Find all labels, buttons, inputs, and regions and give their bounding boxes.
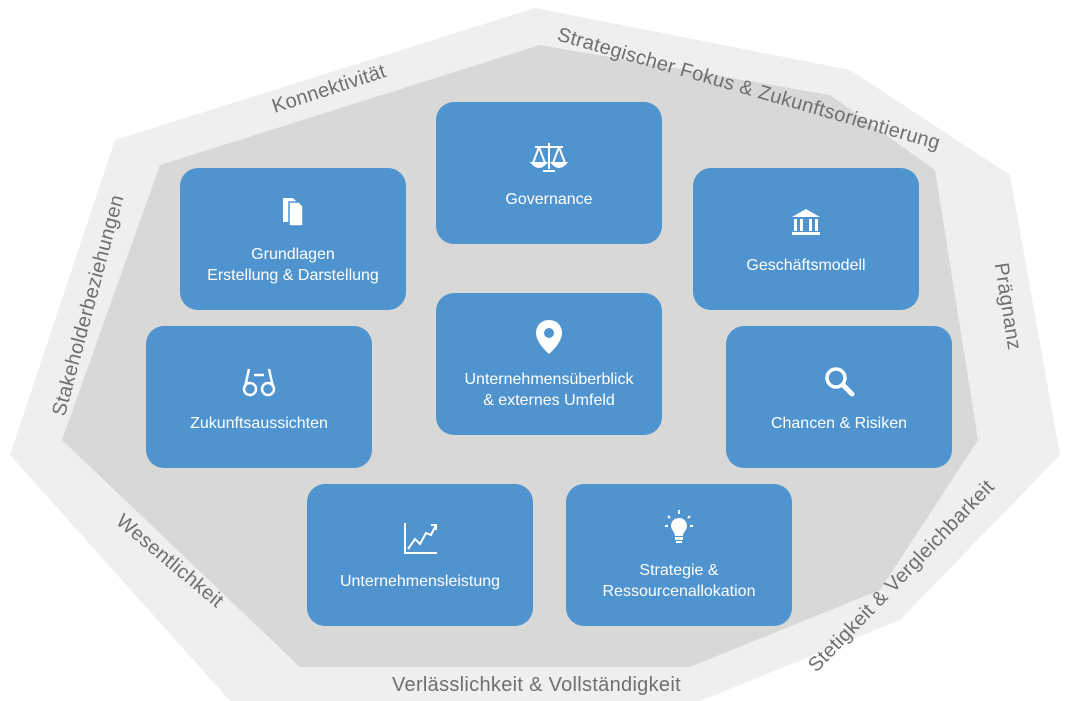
tile-strategie: Strategie & Ressourcenallokation bbox=[566, 484, 792, 626]
documents-icon bbox=[273, 192, 313, 232]
lightbulb-icon bbox=[659, 508, 699, 548]
tile-zukunftsaussichten: Zukunftsaussichten bbox=[146, 326, 372, 468]
tile-chancen-risiken: Chancen & Risiken bbox=[726, 326, 952, 468]
map-pin-icon bbox=[529, 317, 569, 357]
tile-label: Unternehmensleistung bbox=[339, 572, 501, 590]
principle-verlaesslichkeit: Verlässlichkeit & Vollständigkeit bbox=[392, 674, 681, 696]
tile-unternehmensleistung: Unternehmensleistung bbox=[307, 484, 533, 626]
tile-geschaeftsmodell: Geschäftsmodell bbox=[693, 168, 919, 310]
tile-grundlagen: Grundlagen Erstellung & Darstellung bbox=[180, 168, 406, 310]
tile-label: Chancen & Risiken bbox=[770, 414, 908, 432]
tile-label: Geschäftsmodell bbox=[746, 256, 866, 274]
bank-building-icon bbox=[786, 203, 826, 243]
tile-label: Governance bbox=[505, 190, 593, 208]
tile-governance: Governance bbox=[436, 102, 662, 244]
line-chart-icon bbox=[400, 519, 440, 559]
tile-label: Grundlagen Erstellung & Darstellung bbox=[207, 246, 379, 284]
tile-unternehmensueberblick: Unternehmensüberblick & externes Umfeld bbox=[436, 293, 662, 435]
magnifier-icon bbox=[819, 361, 859, 401]
scales-icon bbox=[529, 137, 569, 177]
binoculars-icon bbox=[239, 361, 279, 401]
tile-label: Zukunftsaussichten bbox=[190, 414, 328, 432]
tile-label: Strategie & Ressourcenallokation bbox=[602, 562, 756, 600]
tile-label: Unternehmensüberblick & externes Umfeld bbox=[464, 371, 634, 409]
